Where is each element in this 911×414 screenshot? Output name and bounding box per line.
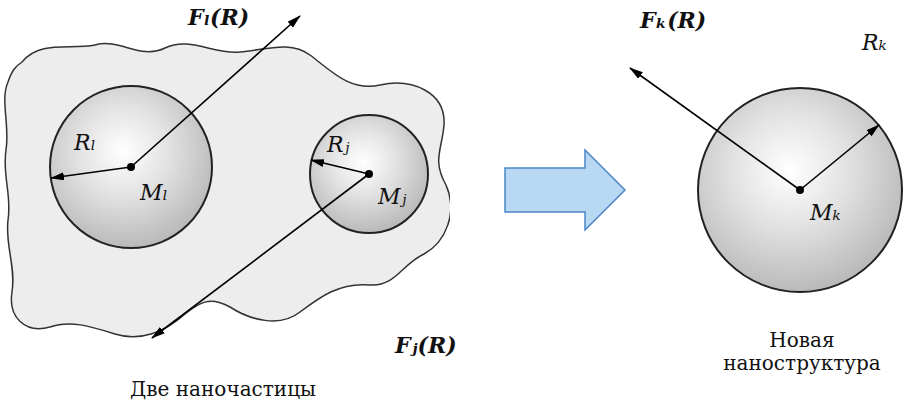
radius-vector — [51, 167, 131, 178]
radius-label: Rⱼ — [327, 132, 349, 157]
block-arrow — [505, 150, 625, 230]
nanostructure: MₖНовая наноструктура — [697, 87, 903, 293]
center-dot — [127, 163, 135, 171]
nanoparticle: RⱼMⱼ — [309, 114, 429, 234]
caption: Новая наноструктура — [717, 329, 887, 375]
force-vector — [152, 174, 369, 338]
center-dot — [796, 186, 804, 194]
force-label: Fₖ(R) — [640, 8, 706, 33]
center-dot — [365, 170, 373, 178]
radius-label: Rₗ — [74, 130, 96, 155]
force-label: Fₗ(R) — [188, 5, 249, 30]
mass-label: Mₗ — [140, 180, 168, 205]
mass-label: Mₖ — [810, 200, 841, 225]
radius-vector — [800, 125, 879, 190]
radius-vector — [311, 160, 369, 174]
mass-label: Mⱼ — [378, 184, 406, 209]
radius-label: Rₖ — [862, 30, 887, 55]
particle-cluster: Две наночастицы RₗMₗ RⱼMⱼ — [0, 0, 450, 414]
nanoparticle: RₗMₗ — [49, 85, 213, 249]
force-label: Fⱼ(R) — [395, 333, 457, 358]
force-vector — [630, 68, 800, 190]
cluster-outline — [5, 44, 450, 337]
caption: Две наночастицы — [130, 378, 316, 401]
force-vector — [131, 16, 300, 167]
